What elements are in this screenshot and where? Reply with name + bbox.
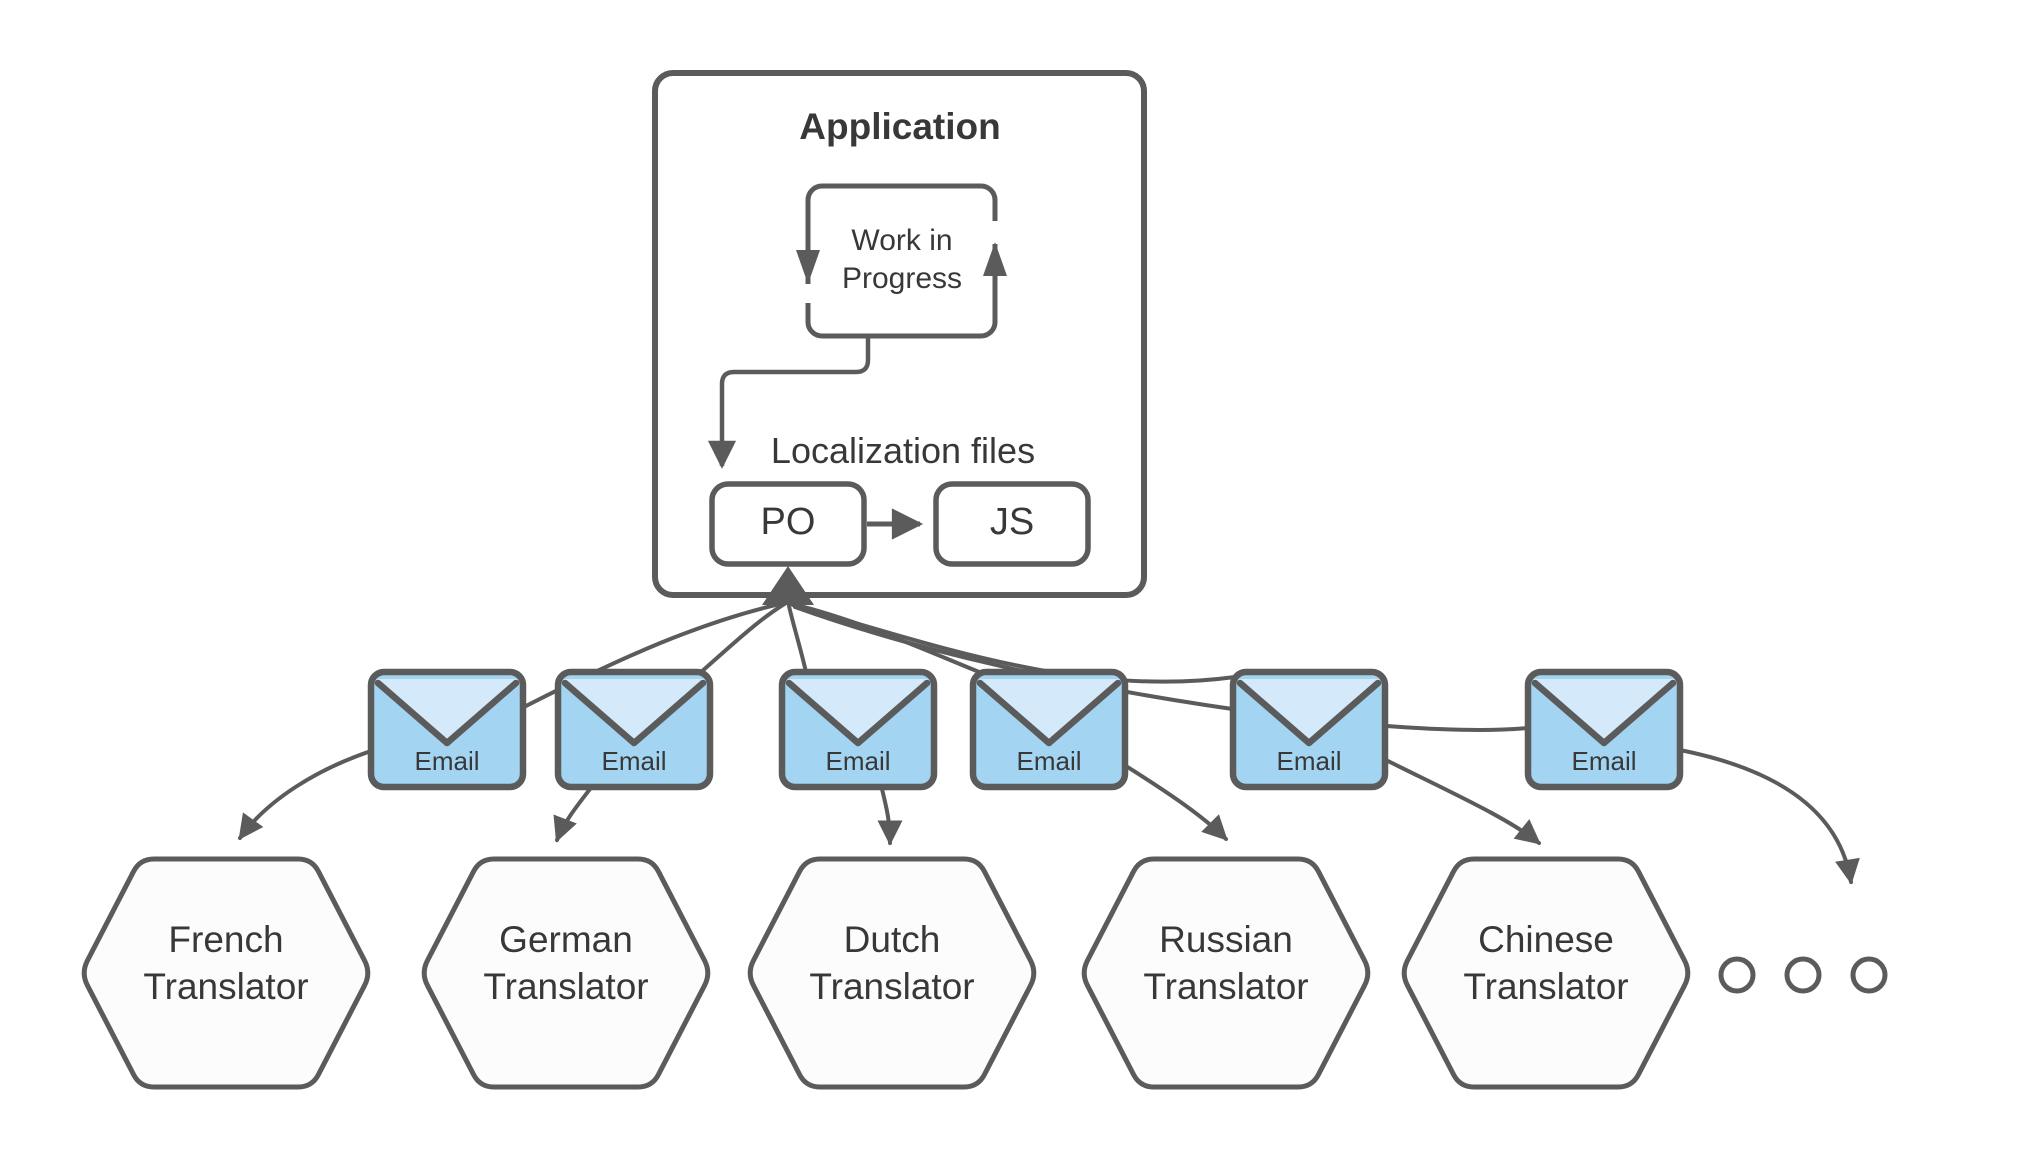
application-title: Application	[799, 106, 1001, 147]
wip-label: Work in Progress	[841, 224, 963, 295]
email-to-translator-arrow-1	[238, 749, 373, 841]
email-to-translator-arrow-3	[877, 787, 903, 846]
translator-label-chinese: Chinese Translator	[1463, 919, 1629, 1007]
ellipsis-circle-3	[1850, 956, 1888, 994]
email-label-6: Email	[1571, 746, 1637, 776]
localization-heading: Localization files	[770, 430, 1036, 471]
email-to-more-arrow-6	[1678, 748, 1860, 885]
translator-label-russian: Russian Translator	[1143, 919, 1309, 1007]
email-to-translator-arrow-4	[1111, 756, 1228, 841]
wip-box	[796, 183, 1007, 339]
more-translators-ellipsis	[1718, 956, 1888, 994]
email-label-1: Email	[414, 746, 480, 776]
js-box	[933, 481, 1091, 567]
po-box	[709, 481, 867, 567]
email-to-po-curve-3	[787, 604, 808, 674]
email-to-po-curve-2	[698, 601, 788, 675]
translator-label-dutch: Dutch Translator	[809, 919, 975, 1007]
po-label: PO	[760, 501, 816, 543]
translator-label-german: German Translator	[483, 919, 649, 1007]
po-convergence-arrowhead	[762, 566, 814, 605]
wip-to-po-connector	[707, 336, 871, 469]
translator-label-french: French Translator	[143, 919, 309, 1007]
js-label: JS	[989, 501, 1035, 543]
wip-loop-arrow-up	[983, 242, 1007, 276]
email-to-po-curve-5	[791, 603, 1237, 684]
ellipsis-circle-1	[1718, 956, 1756, 994]
email-to-translator-arrow-5	[1384, 758, 1541, 845]
wip-loop-arrow-down	[796, 250, 820, 284]
ellipsis-circle-2	[1784, 956, 1822, 994]
email-label-3: Email	[825, 746, 891, 776]
email-to-translator-arrow-2	[553, 787, 592, 843]
email-to-po-curve-6	[793, 605, 1530, 732]
email-label-4: Email	[1016, 746, 1082, 776]
email-label-2: Email	[601, 746, 667, 776]
email-label-5: Email	[1276, 746, 1342, 776]
